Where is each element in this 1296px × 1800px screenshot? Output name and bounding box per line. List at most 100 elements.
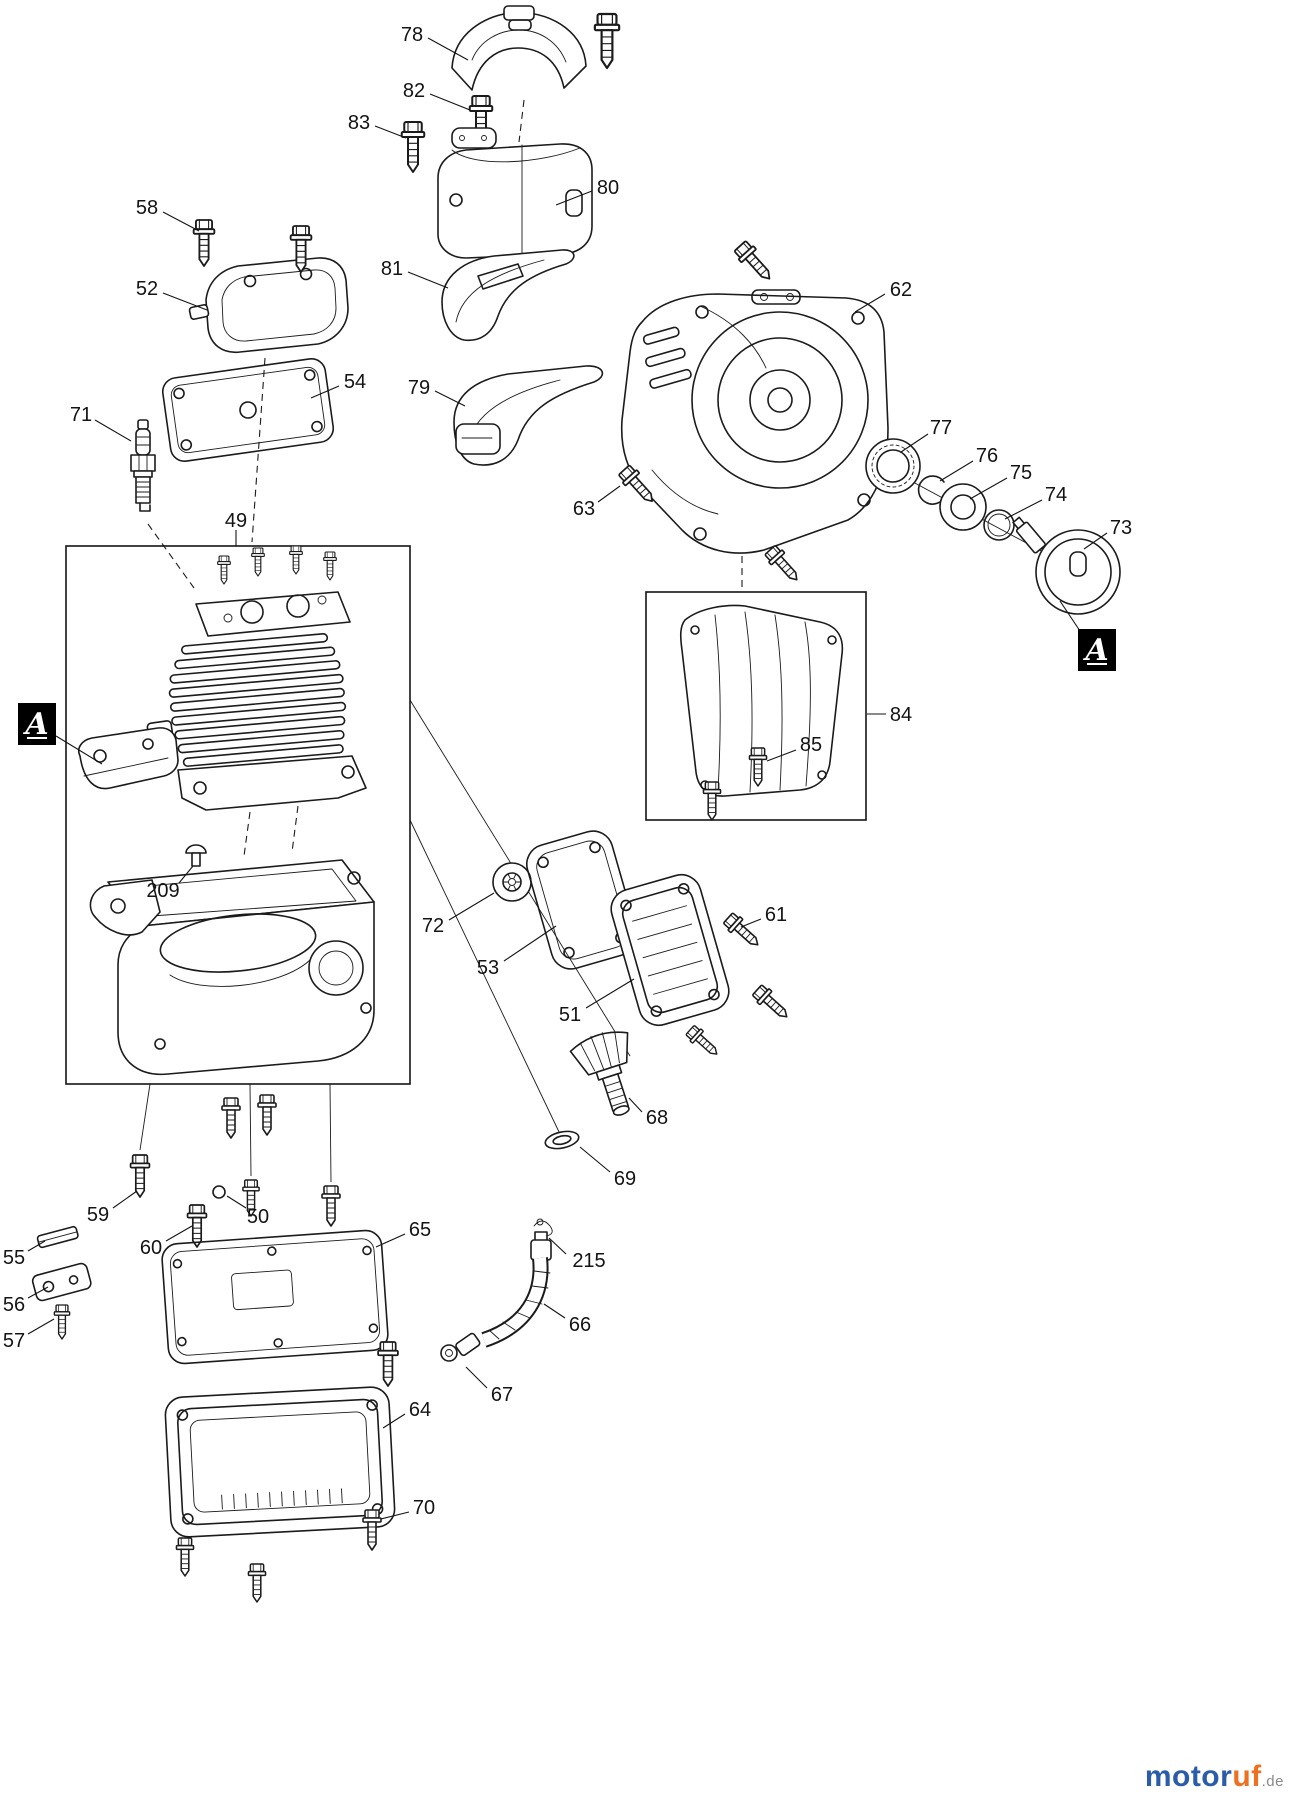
bolt-60 (186, 1204, 208, 1248)
bolt-62-top (731, 238, 778, 287)
part-55-clip (36, 1225, 79, 1249)
part-67-fitting (440, 1332, 481, 1362)
bolt-62-bottom (762, 543, 805, 587)
callout-85: 85 (800, 734, 822, 756)
part-49-crankcase (89, 859, 375, 1076)
bolt-row-d (321, 1185, 341, 1227)
bolt-top-right (593, 12, 621, 70)
callout-60: 60 (140, 1237, 162, 1259)
callout-79: 79 (408, 377, 430, 399)
leader-line-215 (548, 1237, 567, 1255)
leader-line-57 (27, 1318, 55, 1335)
watermark-brand-part2: uf (1232, 1760, 1262, 1793)
leader-line-71 (94, 419, 132, 442)
part-74-ring (983, 509, 1015, 541)
part-69-washer (544, 1130, 580, 1150)
leader-line-77 (900, 433, 929, 453)
leader-line-56 (27, 1286, 49, 1299)
leader-line-61 (740, 918, 762, 928)
leader-line-62 (854, 293, 886, 313)
part-65-gasket (161, 1229, 389, 1365)
callout-215: 215 (572, 1250, 605, 1272)
watermark-logo[interactable]: motoruf.de (1145, 1760, 1284, 1794)
callout-50: 50 (247, 1206, 269, 1228)
bolt-row-a (221, 1097, 241, 1139)
part-71-spark-plug (130, 419, 156, 512)
callout-76: 76 (976, 445, 998, 467)
callout-84: 84 (890, 704, 912, 726)
callout-53: 53 (477, 957, 499, 979)
callout-83: 83 (348, 112, 370, 134)
part-77-bearing (865, 438, 921, 494)
callout-70: 70 (413, 1497, 435, 1519)
watermark-brand-part1: motor (1144, 1760, 1233, 1793)
leader-line-58 (162, 211, 200, 232)
leader-line-79 (434, 390, 466, 407)
leader-line-60 (165, 1225, 193, 1242)
part-68-oil-cap (569, 1031, 630, 1116)
callout-55: 55 (3, 1247, 25, 1269)
callout-51: 51 (559, 1004, 581, 1026)
leader-line-54 (310, 385, 340, 399)
callout-74: 74 (1045, 484, 1067, 506)
leader-line-55 (27, 1240, 46, 1252)
callout-65: 65 (409, 1219, 431, 1241)
part-79-shell (453, 365, 604, 466)
part-72-seal (492, 862, 532, 902)
watermark-tld: .de (1261, 1773, 1284, 1790)
leader-line-69 (579, 1146, 611, 1173)
section-marker-label-1: A (1082, 633, 1108, 668)
leader-line-81 (407, 271, 449, 289)
section-markers: AA (18, 600, 1116, 765)
callout-59: 59 (87, 1204, 109, 1226)
callout-82: 82 (403, 80, 425, 102)
bolt-70 (362, 1509, 382, 1551)
callout-56: 56 (3, 1294, 25, 1316)
bolt-bottom-b (247, 1563, 267, 1603)
section-marker-label-0: A (22, 707, 48, 742)
bolt-61b (750, 982, 794, 1025)
bolt-59 (129, 1154, 151, 1198)
callout-80: 80 (597, 177, 619, 199)
callout-64: 64 (409, 1399, 431, 1421)
callout-68: 68 (646, 1107, 668, 1129)
callout-49: 49 (225, 510, 247, 532)
part-209-plug (185, 844, 207, 867)
bolt-83 (400, 121, 426, 173)
leader-line-51 (585, 978, 635, 1009)
bolt-58a (192, 219, 216, 267)
leader-line-67 (465, 1366, 488, 1389)
callout-67: 67 (491, 1384, 513, 1406)
part-62-housing (620, 289, 889, 554)
leader-line-70 (380, 1511, 410, 1520)
part-66-flex-hose (481, 1231, 552, 1348)
leader-line-73 (1083, 532, 1108, 550)
part-50-ball (212, 1185, 226, 1199)
callout-81: 81 (381, 258, 403, 280)
section-marker-line-0 (55, 735, 103, 765)
callout-209: 209 (146, 880, 179, 902)
part-81-shell (441, 249, 575, 342)
callout-labels: 7882835852808179625471637776757473498485… (3, 24, 1132, 1520)
callout-78: 78 (401, 24, 423, 46)
leader-line-52 (162, 292, 208, 311)
callout-72: 72 (422, 915, 444, 937)
part-51-cover (610, 873, 730, 1027)
part-80-insulator (437, 127, 593, 259)
callout-71: 71 (70, 404, 92, 426)
section-marker-underline-0 (27, 737, 47, 739)
leader-line-65 (375, 1233, 406, 1248)
leader-line-59 (112, 1190, 138, 1209)
bolt-61c (683, 1023, 723, 1061)
callout-66: 66 (569, 1314, 591, 1336)
callout-54: 54 (344, 371, 366, 393)
callout-62: 62 (890, 279, 912, 301)
bolt-bottom-a (175, 1537, 195, 1577)
leader-line-82 (429, 93, 471, 111)
callout-77: 77 (930, 417, 952, 439)
leader-line-50 (226, 1195, 247, 1209)
bolt-57 (53, 1304, 71, 1340)
leader-line-75 (969, 477, 1008, 500)
